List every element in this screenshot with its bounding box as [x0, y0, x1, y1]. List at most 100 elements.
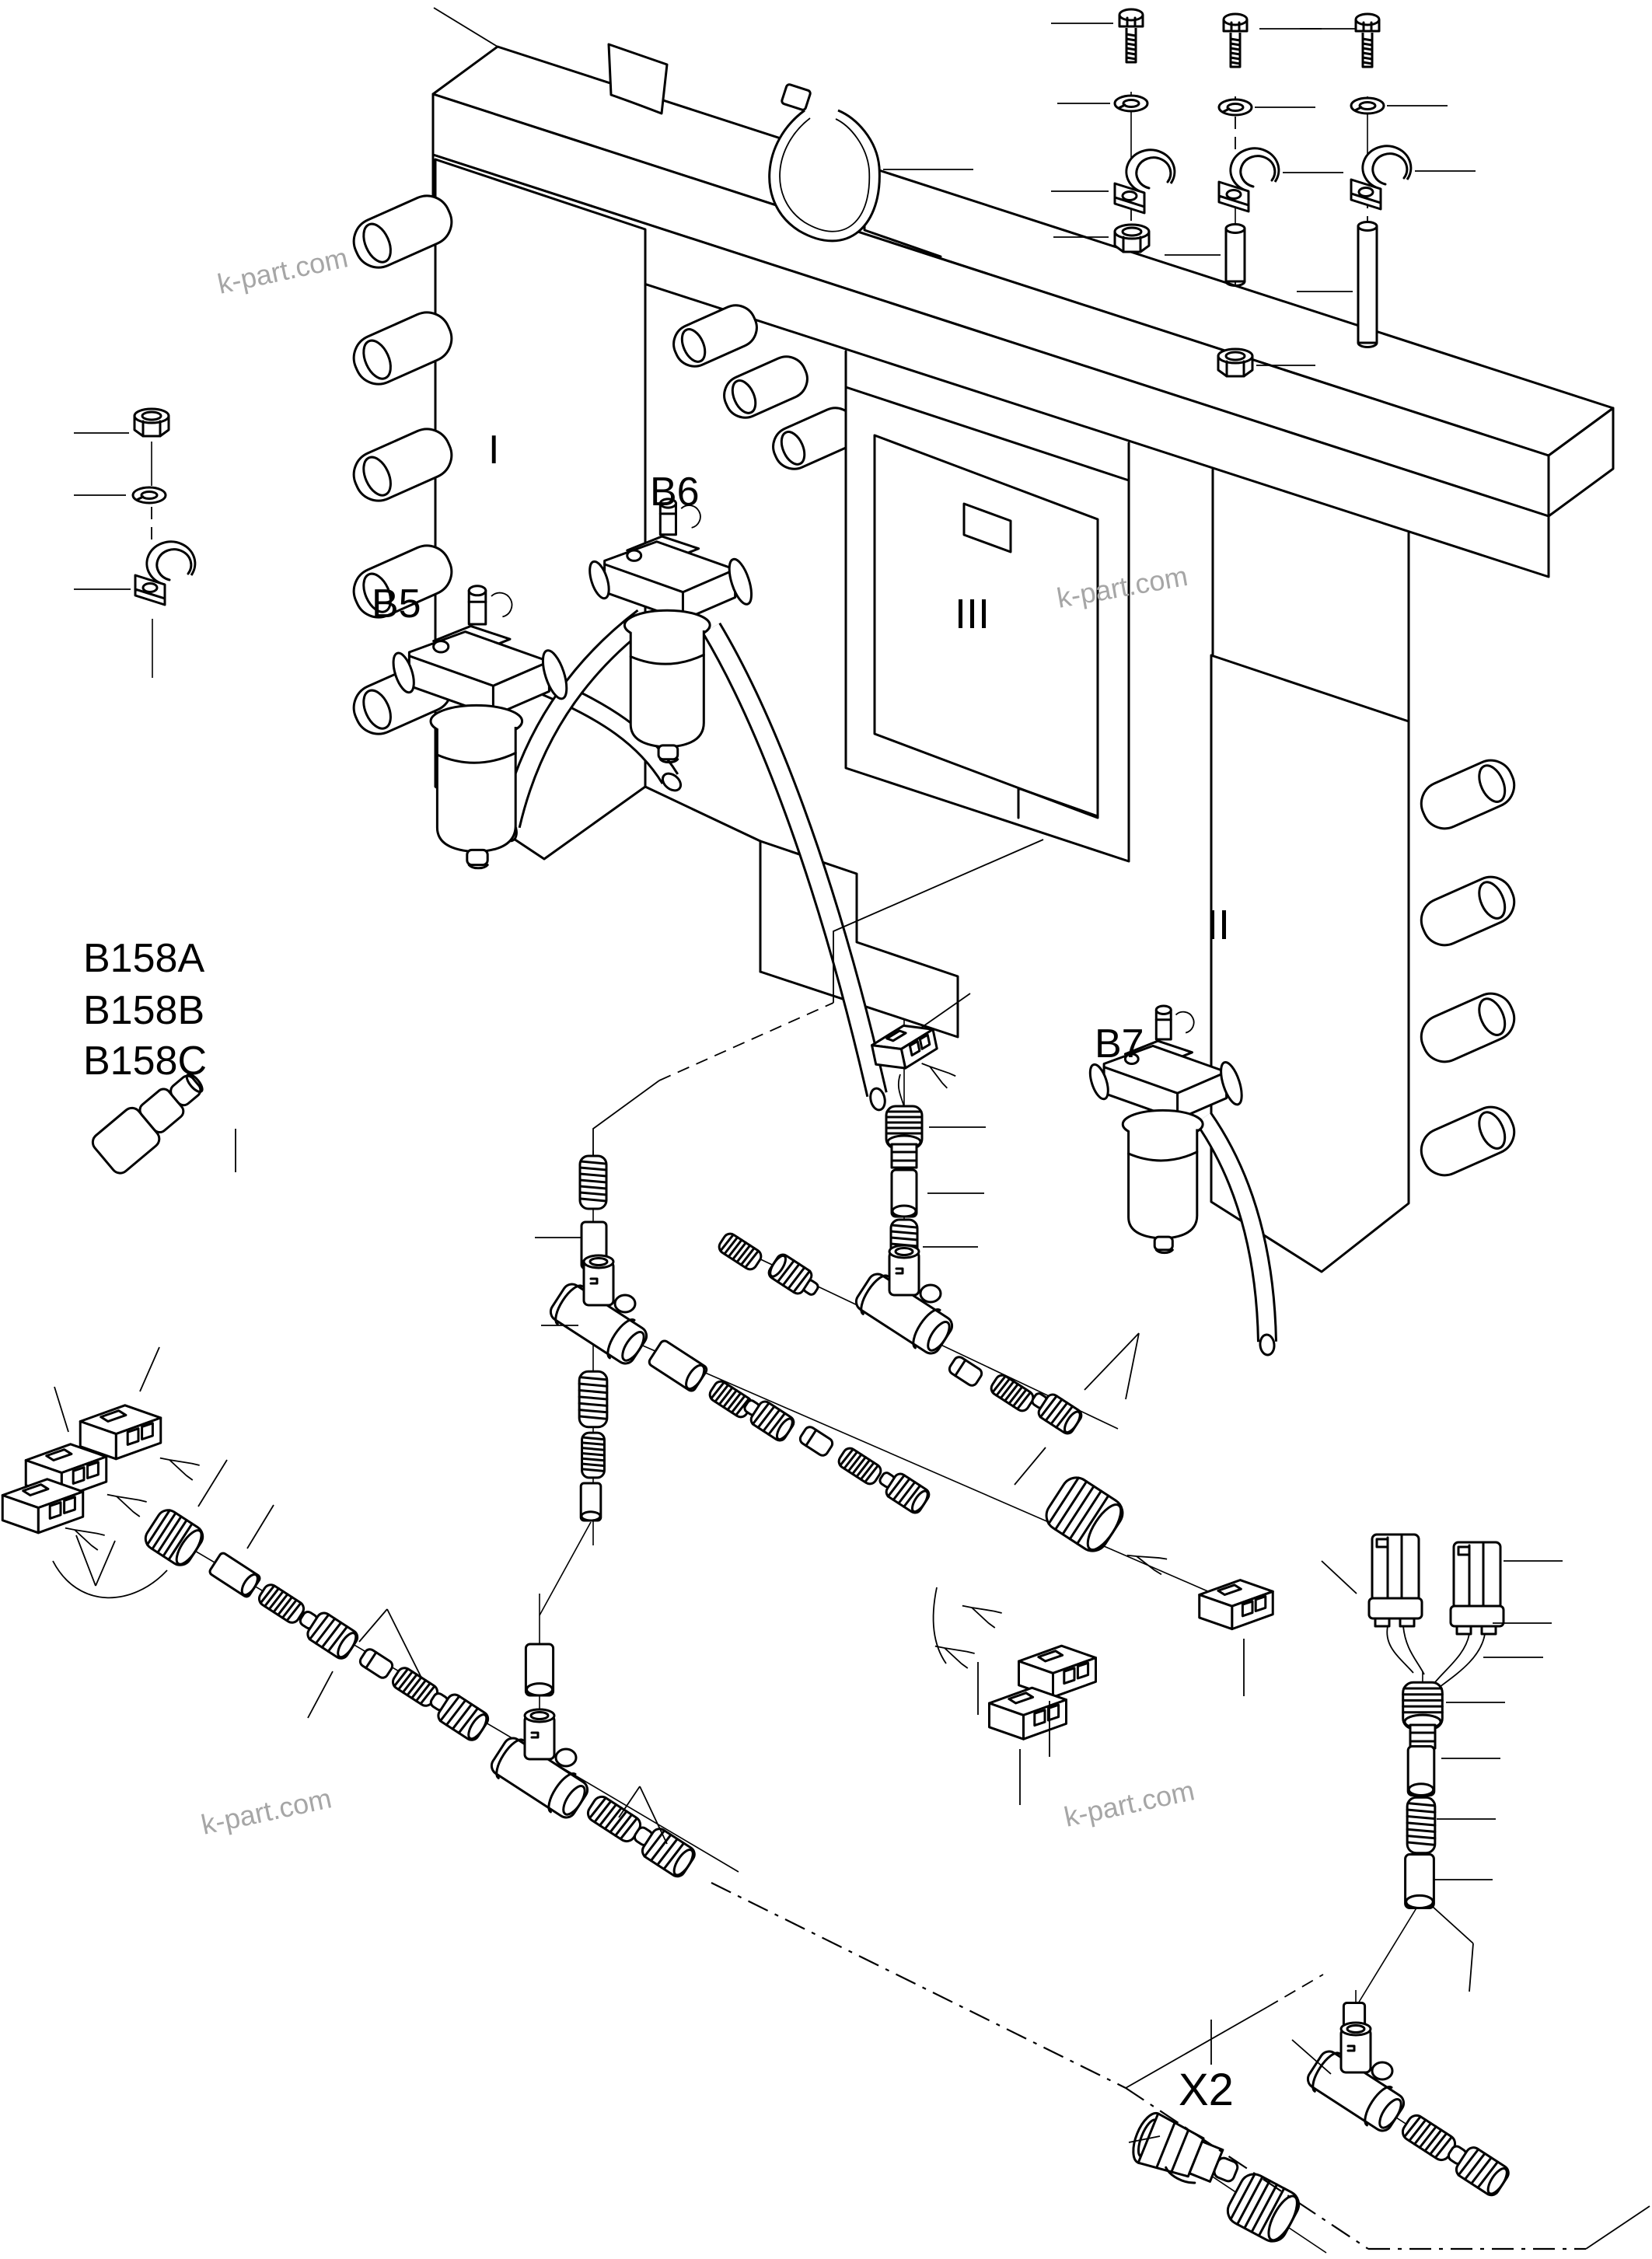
- connector-group-right: [1322, 1533, 1563, 1687]
- valve-port: [1413, 985, 1523, 1070]
- crimp-terminal-wires: [931, 1636, 976, 1669]
- lock-nut: [133, 407, 170, 438]
- p-clamp: [134, 540, 197, 606]
- connector-group-center: [931, 1587, 1098, 1805]
- label-section-iii: III: [955, 591, 990, 637]
- watermark: k-part.com: [215, 241, 351, 299]
- lock-nut: [1113, 223, 1151, 253]
- protective-sleeve: [890, 1168, 918, 1218]
- hex-bolt: [1354, 12, 1381, 68]
- long-spacer-tube: [1357, 221, 1378, 348]
- valve-port: [666, 298, 764, 374]
- mounting-beam-flange: [433, 155, 1549, 577]
- hex-collar: [1409, 1723, 1437, 1750]
- fitting-chain-vertical-2: [715, 993, 1139, 1437]
- protective-sleeve: [580, 1482, 602, 1522]
- two-pin-connector-housing: [1198, 1579, 1274, 1631]
- reference-lines: [593, 840, 1043, 1161]
- small-adapter-fitting: [357, 1646, 396, 1681]
- label-x2: X2: [1179, 2065, 1234, 2115]
- tee-distributor-fitting: [850, 1244, 959, 1360]
- watermark: k-part.com: [1061, 1774, 1197, 1832]
- knurled-cap-nut: [1223, 2170, 1304, 2247]
- small-adapter-fitting: [797, 1423, 836, 1459]
- lock-nut: [1217, 347, 1254, 378]
- valve-port: [1413, 868, 1523, 954]
- label-b158a: B158A: [83, 936, 204, 981]
- crimp-terminal-wires: [959, 1595, 1003, 1629]
- crimp-terminal-wires: [103, 1484, 148, 1517]
- label-b5: B5: [372, 581, 421, 627]
- hex-bolt: [1222, 12, 1249, 68]
- coil-guard-spring: [255, 1580, 308, 1627]
- coil-guard-spring: [1406, 1796, 1437, 1855]
- valve-port: [717, 349, 815, 425]
- fitting-chain-vertical-1: [535, 1154, 653, 1522]
- small-adapter-fitting: [946, 1353, 985, 1389]
- left-fastener-set: [74, 407, 197, 606]
- coil-guard-spring: [835, 1444, 885, 1488]
- hex-bolt: [1118, 8, 1144, 64]
- tee-distributor-fitting: [544, 1254, 653, 1370]
- knurled-cap-nut: [885, 1105, 924, 1150]
- protective-sleeve: [207, 1550, 263, 1600]
- watermark: k-part.com: [198, 1782, 334, 1840]
- valve-section-II: [1211, 655, 1409, 1272]
- label-b6: B6: [650, 470, 700, 515]
- threaded-plug-fitting: [765, 1251, 825, 1304]
- tee-distributor-fitting: [485, 1708, 594, 1824]
- protective-sleeve: [1403, 1852, 1436, 1910]
- connector-group-left: [1, 1347, 201, 1597]
- spring-washer: [131, 486, 167, 505]
- crimp-terminal-wires: [1124, 1545, 1168, 1576]
- label-section-ii: II: [1207, 902, 1230, 948]
- coil-guard-spring: [715, 1230, 765, 1273]
- labels: I III II B5 B6 B7 B158A B158B B158C X2: [83, 428, 1234, 2115]
- spring-washer: [1113, 94, 1149, 113]
- fitting-chain-diagonal-1: [646, 1338, 1274, 1696]
- valve-block-assembly: [345, 8, 1613, 1272]
- valve-port: [1413, 752, 1523, 837]
- protective-sleeve: [524, 1643, 555, 1697]
- p-clamp: [1350, 145, 1413, 211]
- hoses: [500, 618, 1275, 1356]
- cable-tie: [770, 84, 973, 241]
- section-III-window: [875, 435, 1098, 818]
- hex-collar: [890, 1143, 918, 1169]
- fitting-chain-vertical-3: [1292, 1681, 1513, 2200]
- two-pin-connector-housing: [1, 1478, 85, 1535]
- coil-guard-spring: [581, 1431, 606, 1479]
- valve-port: [1413, 1098, 1523, 1184]
- threaded-plug-fitting: [1025, 1384, 1085, 1437]
- relay-connector-housing: [1449, 1541, 1505, 1636]
- label-b158c: B158C: [83, 1039, 207, 1084]
- spring-washer: [1217, 98, 1253, 117]
- p-clamp: [1113, 148, 1176, 215]
- threaded-plug-fitting: [873, 1464, 933, 1517]
- plug-connector-x2: [1126, 2107, 1247, 2200]
- knurled-cap-nut: [139, 1504, 209, 1571]
- knurled-cap-nut: [1041, 1472, 1129, 1557]
- label-b158b: B158B: [83, 988, 204, 1033]
- crimp-terminal-wires: [917, 1055, 956, 1089]
- relay-connector-housing: [1367, 1533, 1423, 1628]
- coil-guard-spring: [578, 1154, 608, 1210]
- p-clamp: [1217, 147, 1280, 213]
- label-b7: B7: [1095, 1021, 1144, 1067]
- two-pin-connector-housing: [987, 1686, 1068, 1741]
- x2-connector-assembly: [1126, 2020, 1304, 2247]
- label-section-i: I: [488, 428, 499, 473]
- protective-sleeve: [646, 1338, 710, 1394]
- knurled-cap-nut: [1402, 1681, 1444, 1730]
- fastener-stack-1: [1051, 8, 1176, 253]
- beam-tab-plate: [609, 44, 667, 113]
- tee-distributor-fitting: [1301, 2021, 1410, 2138]
- fitting-chain-diagonal-2: [139, 1460, 699, 1881]
- crimp-terminal-wires: [156, 1447, 201, 1481]
- spring-washer: [1350, 96, 1385, 115]
- boundary-lines: [711, 1883, 1650, 2249]
- crimp-terminal-wires: [61, 1517, 106, 1551]
- coil-guard-spring: [578, 1370, 609, 1429]
- spacer-sleeve: [1224, 223, 1246, 287]
